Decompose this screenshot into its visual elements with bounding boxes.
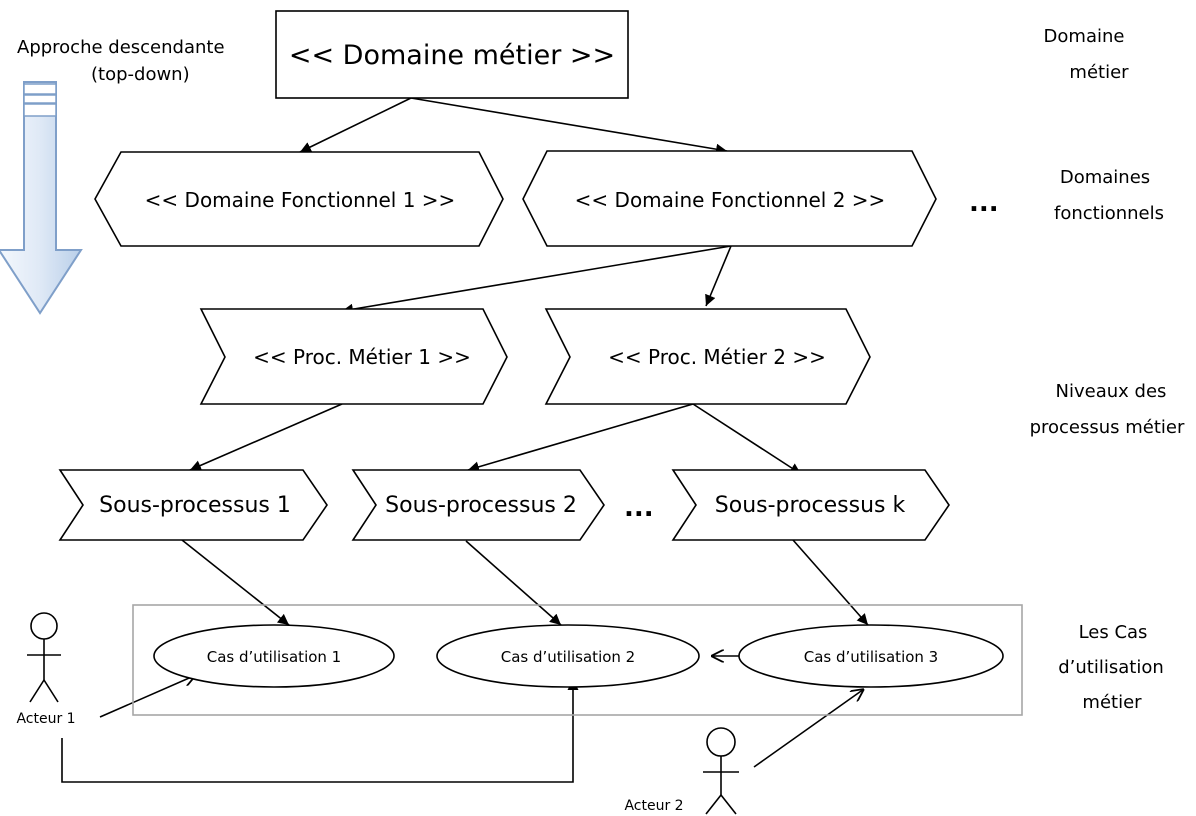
domaine-fonctionnel-2-node: << Domaine Fonctionnel 2 >> <box>522 150 937 247</box>
sous-processus-k-node: Sous-processus k <box>671 469 950 541</box>
sous-processus-1-node: Sous-processus 1 <box>58 469 328 541</box>
cas-utilisation-2-node: Cas d’utilisation 2 <box>436 624 700 688</box>
acteur-2-label: Acteur 2 <box>624 798 683 814</box>
acteur-1-icon <box>27 612 61 703</box>
cas-utilisation-3-node: Cas d’utilisation 3 <box>738 624 1004 688</box>
ellipsis-domaines: ... <box>969 188 999 218</box>
level-processus-line1: Niveaux des <box>1056 381 1167 402</box>
domaine-metier-node: << Domaine métier >> <box>275 10 629 99</box>
domaine-metier-label: << Domaine métier >> <box>289 40 615 71</box>
proc-metier-1-label: << Proc. Métier 1 >> <box>253 345 471 369</box>
level-processus-line2: processus métier <box>1030 417 1185 438</box>
arrow-fonctionnel-2-to-proc-2 <box>705 245 732 307</box>
proc-metier-2-label: << Proc. Métier 2 >> <box>608 345 826 369</box>
approach-label-line2: (top-down) <box>91 64 190 85</box>
top-down-arrow-icon <box>0 81 83 315</box>
association-acteur-2-cas-3 <box>753 689 864 768</box>
sous-processus-2-node: Sous-processus 2 <box>351 469 605 541</box>
sous-processus-2-label: Sous-processus 2 <box>385 493 577 518</box>
sous-processus-1-label: Sous-processus 1 <box>99 493 291 518</box>
sous-processus-k-label: Sous-processus k <box>715 493 906 518</box>
association-acteur-1-cas-2 <box>61 679 579 783</box>
level-domaine-metier-line2: métier <box>1069 62 1129 83</box>
proc-metier-1-node: << Proc. Métier 1 >> <box>199 308 508 405</box>
arrow-proc-2-to-sous-k <box>692 403 802 475</box>
arrow-sous-k-to-cas-3 <box>792 539 869 626</box>
association-acteur-1-cas-1 <box>99 675 196 718</box>
arrow-domaine-to-fonctionnel-1 <box>299 97 412 153</box>
arrow-sous-1-to-cas-1 <box>181 539 290 626</box>
connectors <box>61 97 869 783</box>
cas-utilisation-3-label: Cas d’utilisation 3 <box>804 648 938 666</box>
approach-label-line1: Approche descendante <box>17 37 225 58</box>
proc-metier-2-node: << Proc. Métier 2 >> <box>544 308 871 405</box>
level-cas-line1: Les Cas <box>1079 622 1148 643</box>
level-cas-line3: métier <box>1082 692 1142 713</box>
level-domaines-fonctionnels-line2: fonctionnels <box>1054 203 1164 224</box>
ellipsis-sous-processus: ... <box>624 493 654 523</box>
acteur-1-label: Acteur 1 <box>16 711 75 727</box>
cas-utilisation-1-label: Cas d’utilisation 1 <box>207 648 341 666</box>
system-boundary <box>132 604 1023 716</box>
level-domaines-fonctionnels-line1: Domaines <box>1060 167 1150 188</box>
domaine-fonctionnel-2-label: << Domaine Fonctionnel 2 >> <box>575 188 886 212</box>
arrow-fonctionnel-2-to-proc-1 <box>341 245 732 315</box>
cas-utilisation-1-node: Cas d’utilisation 1 <box>153 624 395 688</box>
arrow-proc-1-to-sous-1 <box>189 403 343 471</box>
level-cas-line2: d’utilisation <box>1058 657 1164 678</box>
acteur-2-icon <box>703 727 739 815</box>
level-domaine-metier-line1: Domaine <box>1044 26 1125 47</box>
arrow-sous-2-to-cas-2 <box>465 540 562 626</box>
cas-utilisation-2-label: Cas d’utilisation 2 <box>501 648 635 666</box>
arrow-domaine-to-fonctionnel-2 <box>410 97 728 155</box>
arrow-proc-2-to-sous-2 <box>467 403 694 473</box>
domaine-fonctionnel-1-node: << Domaine Fonctionnel 1 >> <box>94 151 504 247</box>
domaine-fonctionnel-1-label: << Domaine Fonctionnel 1 >> <box>145 188 456 212</box>
